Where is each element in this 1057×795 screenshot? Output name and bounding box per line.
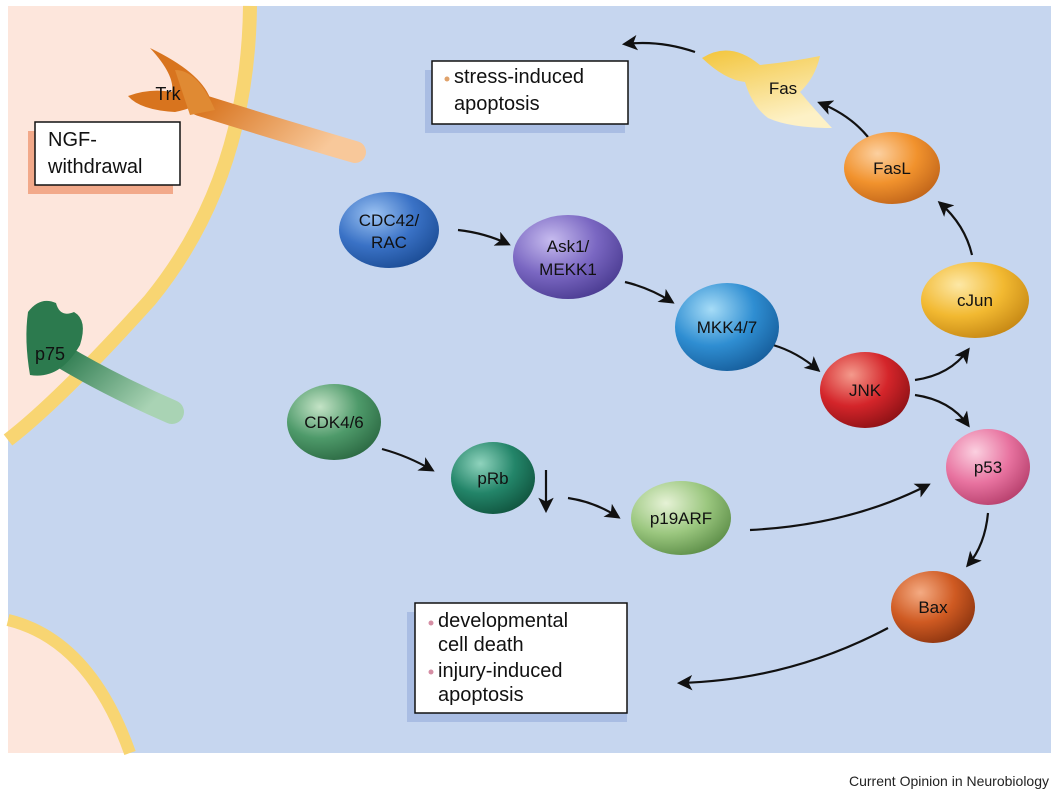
p19arf-label: p19ARF (650, 509, 712, 528)
arrow-jnk-to-cjun (914, 347, 970, 382)
bullet-icon (428, 669, 434, 675)
p75-label: p75 (35, 344, 65, 364)
node-cdk46: CDK4/6 (287, 384, 381, 460)
pathway-arrows (381, 34, 990, 691)
arrow-mkk47-to-jnk (772, 343, 821, 373)
node-p19arf: p19ARF (631, 481, 731, 555)
fasl-label: FasL (873, 159, 911, 178)
node-ask1-mekk1: Ask1/ MEKK1 (513, 215, 623, 299)
journal-credit: Current Opinion in Neurobiology (849, 773, 1049, 789)
fas-receptor: Fas (702, 50, 832, 128)
stress-induced-line1: stress-induced (454, 66, 584, 88)
node-p53: p53 (946, 429, 1030, 505)
cell-membrane (3, 5, 257, 446)
arrow-jnk-to-p53 (914, 393, 970, 428)
cdc42-label-line1: CDC42/ (359, 211, 420, 230)
developmental-line1: developmental (438, 610, 568, 632)
node-bax: Bax (891, 571, 975, 643)
prb-label: pRb (477, 469, 508, 488)
ngf-withdrawal-box: NGF- withdrawal (28, 121, 181, 194)
cdc42-label-line2: RAC (371, 233, 407, 252)
arrow-prb-to-p19arf (567, 496, 621, 519)
arrow-p19arf-to-p53 (749, 483, 931, 532)
node-jnk: JNK (820, 352, 910, 428)
arrow-fasl-to-fas (817, 100, 869, 138)
bullet-icon (444, 76, 450, 82)
arrow-bax-to-cell-death (676, 627, 889, 691)
cjun-label: cJun (957, 291, 993, 310)
ngf-withdrawal-line1: NGF- (48, 129, 97, 151)
arrow-cdk46-to-prb (381, 447, 435, 472)
jnk-label: JNK (849, 381, 882, 400)
p53-label: p53 (974, 458, 1002, 477)
node-fasl: FasL (844, 132, 940, 204)
injury-induced-line2: apoptosis (438, 684, 524, 706)
stress-induced-line2: apoptosis (454, 93, 540, 115)
ask1-label-line1: Ask1/ (547, 237, 590, 256)
neighbor-cell-membrane (6, 614, 136, 756)
trk-receptor: Trk (128, 48, 366, 163)
stress-induced-apoptosis-box: stress-induced apoptosis (425, 60, 629, 133)
node-prb: pRb (451, 442, 535, 514)
mkk47-label: MKK4/7 (697, 318, 757, 337)
ask1-label-line2: MEKK1 (539, 260, 597, 279)
trk-label: Trk (155, 84, 181, 104)
neighbor-cell-region (8, 620, 130, 753)
injury-induced-line1: injury-induced (438, 660, 563, 682)
bax-label: Bax (918, 598, 948, 617)
arrow-ask1-to-mkk47 (624, 280, 675, 304)
cdk46-label: CDK4/6 (304, 413, 364, 432)
p75-receptor: p75 (26, 300, 184, 424)
developmental-line2: cell death (438, 634, 524, 656)
arrow-fas-to-stress-apoptosis (621, 34, 696, 54)
arrow-cjun-to-fasl (937, 200, 974, 256)
node-cjun: cJun (921, 262, 1029, 338)
node-mkk47: MKK4/7 (675, 283, 779, 371)
arrow-p53-to-bax (966, 512, 990, 568)
bullet-icon (428, 620, 434, 626)
arrow-cdc42-to-ask1 (457, 228, 511, 246)
fas-label: Fas (769, 79, 797, 98)
ngf-withdrawal-line2: withdrawal (47, 156, 142, 178)
cell-death-box: developmental cell death injury-induced … (407, 602, 628, 722)
node-cdc42-rac: CDC42/ RAC (339, 192, 439, 268)
